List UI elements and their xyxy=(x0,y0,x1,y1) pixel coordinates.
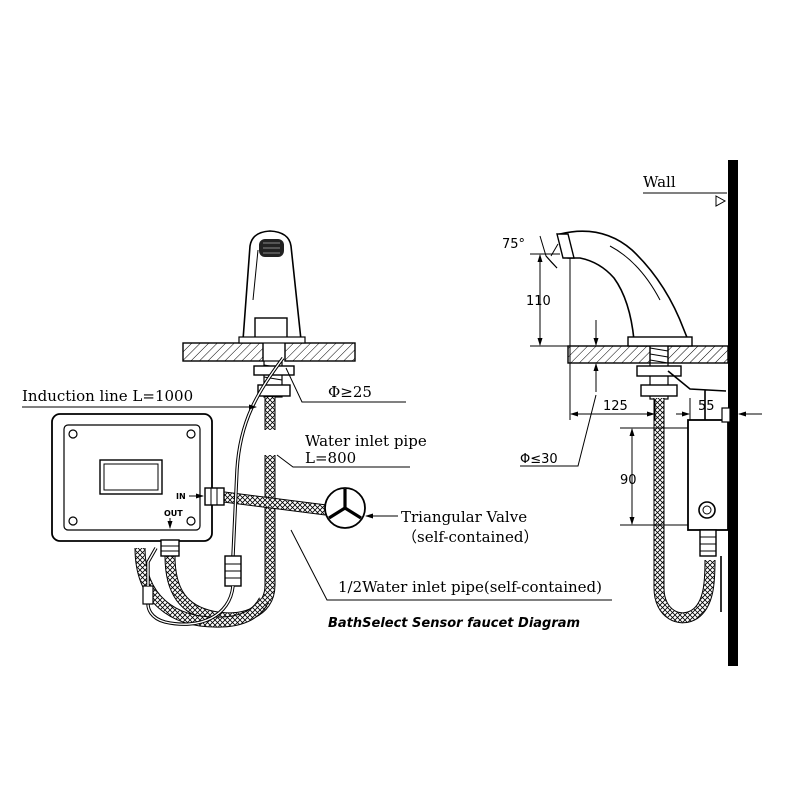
angle-lines xyxy=(539,235,559,269)
control-box-screen-inner xyxy=(103,463,159,491)
angle-arc xyxy=(545,255,558,269)
hole-diameter-label: Φ≥25 xyxy=(328,383,372,401)
right-countertop-section-a xyxy=(567,345,651,364)
wall-label: Wall xyxy=(643,173,676,191)
left-washer xyxy=(257,384,291,397)
left-faucet-base-ring xyxy=(238,336,306,344)
right-faucet-nozzle xyxy=(556,233,575,259)
out-connector-ribs xyxy=(161,545,179,552)
left-countertop-section-a xyxy=(182,342,264,362)
right-countertop xyxy=(567,345,729,364)
right-faucet-highlight xyxy=(609,245,661,301)
left-annotations: Induction line L=1000 Φ≥25 Water inlet p… xyxy=(22,367,612,601)
left-countertop-section-b xyxy=(284,342,356,362)
left-countertop xyxy=(182,342,356,362)
height-label: 110 xyxy=(526,294,551,309)
induction-wire-connector-ribs xyxy=(225,563,241,579)
water-inlet-length-label: L=800 xyxy=(305,449,356,467)
right-control-box-mount xyxy=(721,407,731,423)
screw-icon xyxy=(186,516,196,526)
wall-gap-label: 55 xyxy=(698,399,715,414)
right-mounting-shank xyxy=(636,347,682,400)
right-faucet-base xyxy=(627,336,693,347)
thickness-label: Φ≤30 xyxy=(520,452,558,467)
right-control-box-port-inner xyxy=(702,505,712,515)
angle-label: 75° xyxy=(502,237,525,252)
right-faucet-body xyxy=(558,230,690,341)
screw-icon xyxy=(186,429,196,439)
left-faucet-aerator-grid xyxy=(263,242,280,254)
reach-label: 125 xyxy=(603,399,628,414)
half-inch-pipe-leader xyxy=(290,529,612,601)
induction-wire xyxy=(142,356,285,626)
thickness-leader xyxy=(520,394,597,467)
right-shank-thread xyxy=(649,347,669,364)
half-inch-pipe-label: 1/2Water inlet pipe(self-contained) xyxy=(338,578,602,596)
induction-wire-lower-fill xyxy=(147,585,234,625)
left-faucet-highlight xyxy=(252,249,259,301)
out-label: OUT xyxy=(164,509,183,518)
induction-line-label: Induction line L=1000 xyxy=(22,387,193,405)
out-connector xyxy=(160,539,180,557)
left-faucet xyxy=(238,230,306,344)
right-hose-braid xyxy=(654,398,715,623)
right-countertop-section-b xyxy=(667,345,729,364)
right-lock-nut xyxy=(636,365,682,377)
induction-wire-upper-fill xyxy=(232,357,284,557)
water-inlet-pipe-label: Water inlet pipe xyxy=(305,432,427,450)
right-water-inlet-pipe xyxy=(653,398,722,624)
screw-icon xyxy=(68,516,78,526)
triangular-valve-icon xyxy=(328,489,362,520)
screw-icon xyxy=(68,429,78,439)
right-induction-wire xyxy=(667,370,727,420)
in-label: IN xyxy=(176,492,186,501)
box-height-label: 90 xyxy=(620,473,637,488)
right-view: Wall xyxy=(502,160,762,666)
control-box: IN OUT xyxy=(51,413,225,557)
water-inlet-pipe-leader xyxy=(276,454,410,468)
in-connector-ribs xyxy=(210,488,218,505)
hose-secondary-braid xyxy=(135,547,269,627)
right-washer xyxy=(640,384,678,397)
right-dimensions: 110 75° 125 55 Φ≤30 90 xyxy=(502,235,762,526)
diagram-title: BathSelect Sensor faucet Diagram xyxy=(328,616,580,631)
right-control-box-connector-ribs xyxy=(700,536,716,552)
wall xyxy=(728,160,738,666)
inlet-pipe-braid xyxy=(223,492,327,515)
box-wire-connector xyxy=(142,585,154,605)
in-connector xyxy=(204,487,225,506)
hole-diameter-leader xyxy=(285,367,406,403)
wall-marker-icon xyxy=(715,195,727,207)
left-view: IN OUT Triangular Valve （self-contained）… xyxy=(22,230,612,631)
right-control-box xyxy=(687,407,731,557)
triangular-valve-label: Triangular Valve xyxy=(401,508,527,526)
triangular-valve: Triangular Valve （self-contained） xyxy=(324,487,538,546)
triangular-valve-note: （self-contained） xyxy=(402,528,538,546)
half-inch-water-inlet-pipe xyxy=(223,491,327,516)
right-control-box-connector xyxy=(699,529,717,557)
box-wire-fill xyxy=(147,547,157,586)
right-faucet xyxy=(556,230,693,347)
